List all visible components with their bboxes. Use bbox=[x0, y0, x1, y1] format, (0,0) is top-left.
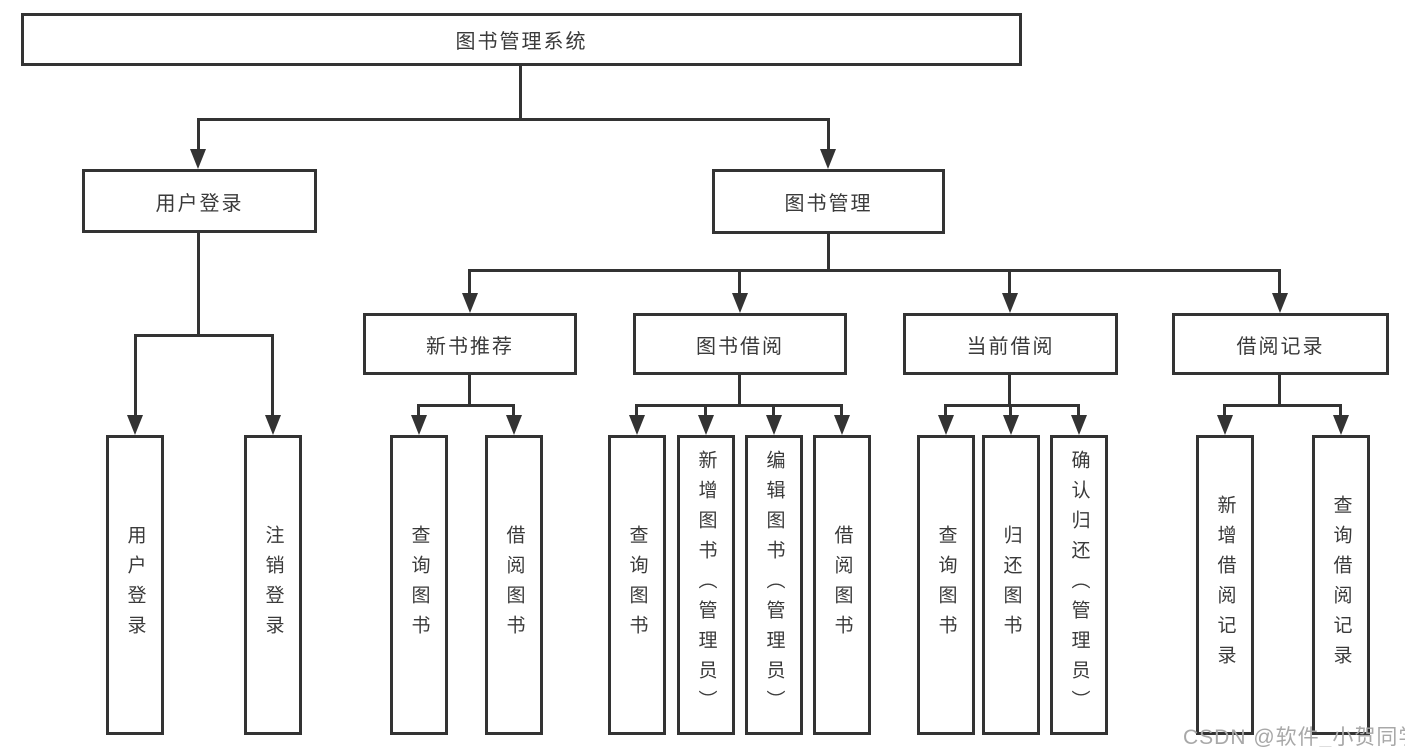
leaf-confirm-return-admin: 确认归还（管理员） bbox=[1050, 435, 1108, 735]
leaf-borrow-books-borrow: 借阅图书 bbox=[813, 435, 871, 735]
leaf-label: 注销登录 bbox=[262, 525, 284, 645]
leaf-label: 借阅图书 bbox=[831, 525, 853, 645]
connector-level2-bus bbox=[197, 118, 830, 121]
connector-stem bbox=[704, 404, 707, 417]
node-label: 借阅记录 bbox=[1236, 335, 1325, 358]
connector-newbooks-stem bbox=[468, 375, 471, 407]
node-book-management: 图书管理 bbox=[712, 169, 945, 234]
arrowhead-down-icon bbox=[766, 415, 782, 435]
connector-stem bbox=[197, 121, 200, 151]
connector-stem bbox=[635, 404, 638, 417]
arrowhead-down-icon bbox=[820, 149, 836, 169]
node-label: 图书管理系统 bbox=[455, 31, 588, 53]
connector-level3-bus bbox=[468, 269, 1281, 272]
arrowhead-down-icon bbox=[1217, 415, 1233, 435]
connector-bookmgmt-stem bbox=[827, 234, 830, 272]
connector-stem bbox=[1223, 404, 1226, 417]
connector-stem bbox=[271, 334, 274, 415]
leaf-label: 新增借阅记录 bbox=[1214, 495, 1236, 675]
connector-stem bbox=[772, 404, 775, 417]
arrowhead-down-icon bbox=[1071, 415, 1087, 435]
leaf-borrow-books-newbooks: 借阅图书 bbox=[485, 435, 543, 735]
node-current-borrow: 当前借阅 bbox=[903, 313, 1118, 375]
node-label: 图书借阅 bbox=[696, 335, 784, 358]
node-book-borrow: 图书借阅 bbox=[633, 313, 847, 375]
connector-stem bbox=[840, 404, 843, 417]
connector-current-stem bbox=[1008, 375, 1011, 407]
leaf-add-borrow-record: 新增借阅记录 bbox=[1196, 435, 1254, 735]
leaf-user-login: 用户登录 bbox=[106, 435, 164, 735]
arrowhead-down-icon bbox=[265, 415, 281, 435]
leaf-query-books-current: 查询图书 bbox=[917, 435, 975, 735]
connector-stem bbox=[512, 404, 515, 417]
arrowhead-down-icon bbox=[462, 293, 478, 313]
connector-root-stem bbox=[519, 65, 522, 121]
leaf-logout: 注销登录 bbox=[244, 435, 302, 735]
leaf-query-books-borrow: 查询图书 bbox=[608, 435, 666, 735]
arrowhead-down-icon bbox=[938, 415, 954, 435]
connector-stem bbox=[417, 404, 420, 417]
arrowhead-down-icon bbox=[629, 415, 645, 435]
connector-borrow-stem bbox=[738, 375, 741, 407]
arrowhead-down-icon bbox=[1333, 415, 1349, 435]
connector-records-bus bbox=[1223, 404, 1342, 407]
connector-stem bbox=[1077, 404, 1080, 417]
node-borrow-records: 借阅记录 bbox=[1172, 313, 1389, 375]
leaf-label: 查询图书 bbox=[408, 525, 430, 645]
csdn-watermark: CSDN @软件_小贺同学 bbox=[1183, 726, 1405, 747]
connector-stem bbox=[1278, 272, 1281, 295]
arrowhead-down-icon bbox=[1272, 293, 1288, 313]
connector-borrow-bus bbox=[635, 404, 843, 407]
arrowhead-down-icon bbox=[190, 149, 206, 169]
arrowhead-down-icon bbox=[127, 415, 143, 435]
leaf-label: 借阅图书 bbox=[503, 525, 525, 645]
connector-stem bbox=[1339, 404, 1342, 417]
leaf-label: 归还图书 bbox=[1000, 525, 1022, 645]
arrowhead-down-icon bbox=[1002, 293, 1018, 313]
connector-stem bbox=[827, 121, 830, 151]
node-label: 用户登录 bbox=[155, 192, 244, 215]
leaf-label: 用户登录 bbox=[124, 525, 146, 645]
arrowhead-down-icon bbox=[732, 293, 748, 313]
connector-stem bbox=[1008, 272, 1011, 295]
leaf-label: 确认归还（管理员） bbox=[1068, 450, 1090, 720]
node-label: 当前借阅 bbox=[966, 335, 1055, 358]
leaf-query-books-newbooks: 查询图书 bbox=[390, 435, 448, 735]
leaf-add-book-admin: 新增图书（管理员） bbox=[677, 435, 735, 735]
arrowhead-down-icon bbox=[834, 415, 850, 435]
connector-stem bbox=[944, 404, 947, 417]
connector-records-stem bbox=[1278, 375, 1281, 407]
connector-current-bus bbox=[944, 404, 1080, 407]
node-new-book-recommend: 新书推荐 bbox=[363, 313, 577, 375]
leaf-label: 查询图书 bbox=[626, 525, 648, 645]
node-label: 图书管理 bbox=[784, 193, 873, 215]
connector-stem bbox=[134, 334, 137, 415]
node-user-login: 用户登录 bbox=[82, 169, 317, 233]
leaf-edit-book-admin: 编辑图书（管理员） bbox=[745, 435, 803, 735]
leaf-label: 查询图书 bbox=[935, 525, 957, 645]
leaf-return-books: 归还图书 bbox=[982, 435, 1040, 735]
arrowhead-down-icon bbox=[506, 415, 522, 435]
arrowhead-down-icon bbox=[1003, 415, 1019, 435]
leaf-label: 编辑图书（管理员） bbox=[763, 450, 785, 720]
node-library-management-system: 图书管理系统 bbox=[21, 13, 1022, 66]
node-label: 新书推荐 bbox=[426, 335, 514, 358]
connector-stem bbox=[1009, 404, 1012, 417]
connector-userlogin-bus bbox=[134, 334, 274, 337]
leaf-label: 新增图书（管理员） bbox=[695, 450, 717, 720]
leaf-query-borrow-record: 查询借阅记录 bbox=[1312, 435, 1370, 735]
connector-userlogin-stem bbox=[197, 233, 200, 337]
connector-stem bbox=[468, 272, 471, 295]
connector-stem bbox=[738, 272, 741, 295]
arrowhead-down-icon bbox=[411, 415, 427, 435]
connector-newbooks-bus bbox=[417, 404, 515, 407]
leaf-label: 查询借阅记录 bbox=[1330, 495, 1352, 675]
arrowhead-down-icon bbox=[698, 415, 714, 435]
